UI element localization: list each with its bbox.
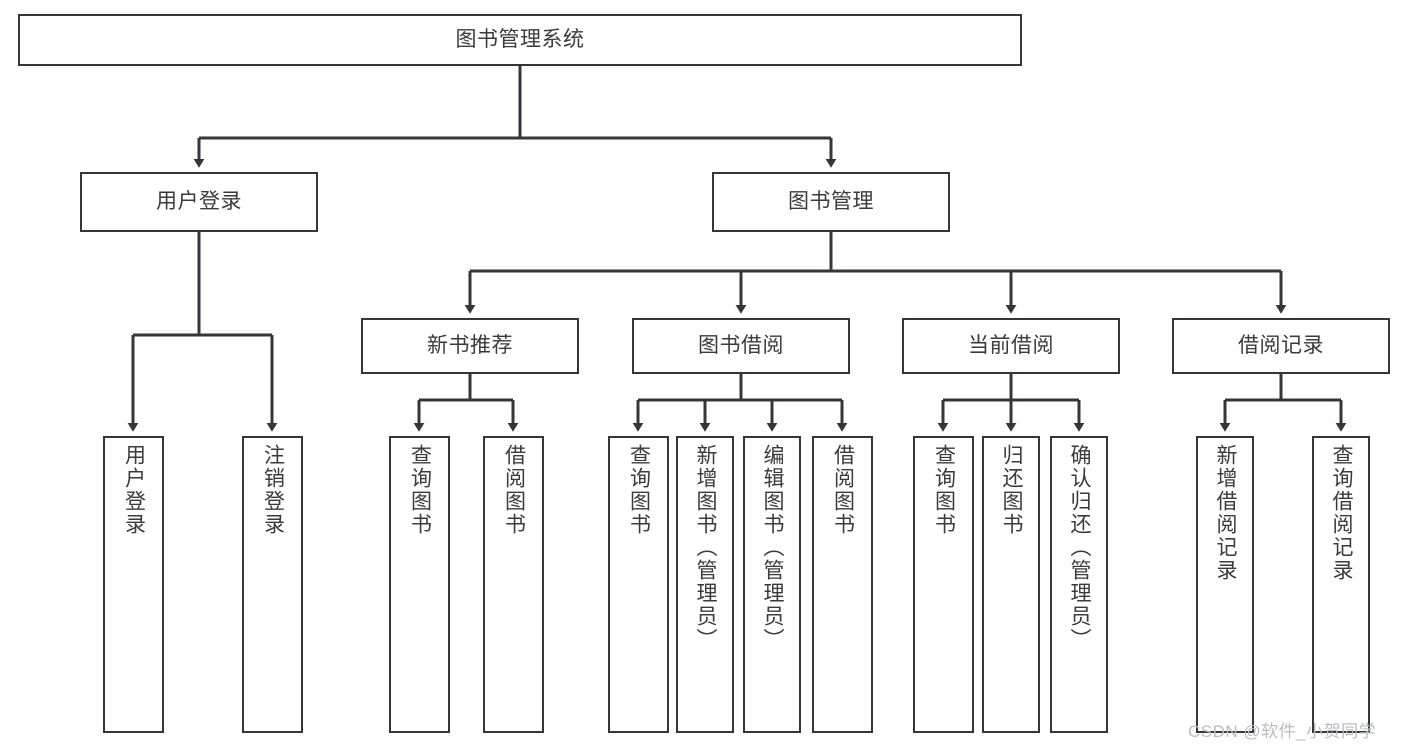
watermark: CSDN @软件_小贺同学 [1188,722,1377,741]
leaf-confirm-return-admin-label: 确认归还（管理员） [1068,444,1092,651]
leaf-borrow-book-newbook-label: 借阅图书 [502,444,526,536]
leaf-query-book-borrow-label: 查询图书 [627,444,651,536]
leaf-user-login[interactable]: 用户登录 [103,436,164,733]
node-current-borrow[interactable]: 当前借阅 [902,318,1120,374]
leaf-logout[interactable]: 注销登录 [242,436,303,733]
leaf-add-borrow-record[interactable]: 新增借阅记录 [1196,436,1254,733]
leaf-add-book-admin[interactable]: 新增图书（管理员） [676,436,734,733]
leaf-query-book-newbook[interactable]: 查询图书 [389,436,450,733]
leaf-query-book-newbook-label: 查询图书 [408,444,432,536]
node-book-management-label: 图书管理 [788,189,874,213]
node-root-label: 图书管理系统 [455,27,585,51]
leaf-query-book-current-label: 查询图书 [932,444,956,536]
node-root[interactable]: 图书管理系统 [18,14,1022,66]
node-book-borrow-label: 图书借阅 [698,333,784,357]
node-current-borrow-label: 当前借阅 [968,333,1054,357]
node-user-login[interactable]: 用户登录 [80,172,318,232]
leaf-edit-book-admin-label: 编辑图书（管理员） [761,444,785,651]
leaf-borrow-book-borrow[interactable]: 借阅图书 [812,436,873,733]
node-borrow-record[interactable]: 借阅记录 [1172,318,1390,374]
leaf-query-borrow-record[interactable]: 查询借阅记录 [1312,436,1370,733]
leaf-user-login-label: 用户登录 [122,444,146,536]
node-book-borrow[interactable]: 图书借阅 [632,318,850,374]
leaf-query-borrow-record-label: 查询借阅记录 [1330,444,1354,582]
node-new-book-recommend[interactable]: 新书推荐 [361,318,579,374]
leaf-query-book-current[interactable]: 查询图书 [913,436,974,733]
leaf-edit-book-admin[interactable]: 编辑图书（管理员） [743,436,801,733]
node-new-book-recommend-label: 新书推荐 [427,333,513,357]
leaf-query-book-borrow[interactable]: 查询图书 [608,436,669,733]
leaf-return-book[interactable]: 归还图书 [982,436,1040,733]
leaf-add-book-admin-label: 新增图书（管理员） [694,444,718,651]
leaf-confirm-return-admin[interactable]: 确认归还（管理员） [1050,436,1108,733]
node-book-management[interactable]: 图书管理 [712,172,950,232]
leaf-borrow-book-borrow-label: 借阅图书 [831,444,855,536]
leaf-return-book-label: 归还图书 [1000,444,1024,536]
node-borrow-record-label: 借阅记录 [1238,333,1324,357]
node-user-login-label: 用户登录 [156,189,242,213]
leaf-logout-label: 注销登录 [261,444,285,536]
leaf-borrow-book-newbook[interactable]: 借阅图书 [483,436,544,733]
leaf-add-borrow-record-label: 新增借阅记录 [1214,444,1238,582]
